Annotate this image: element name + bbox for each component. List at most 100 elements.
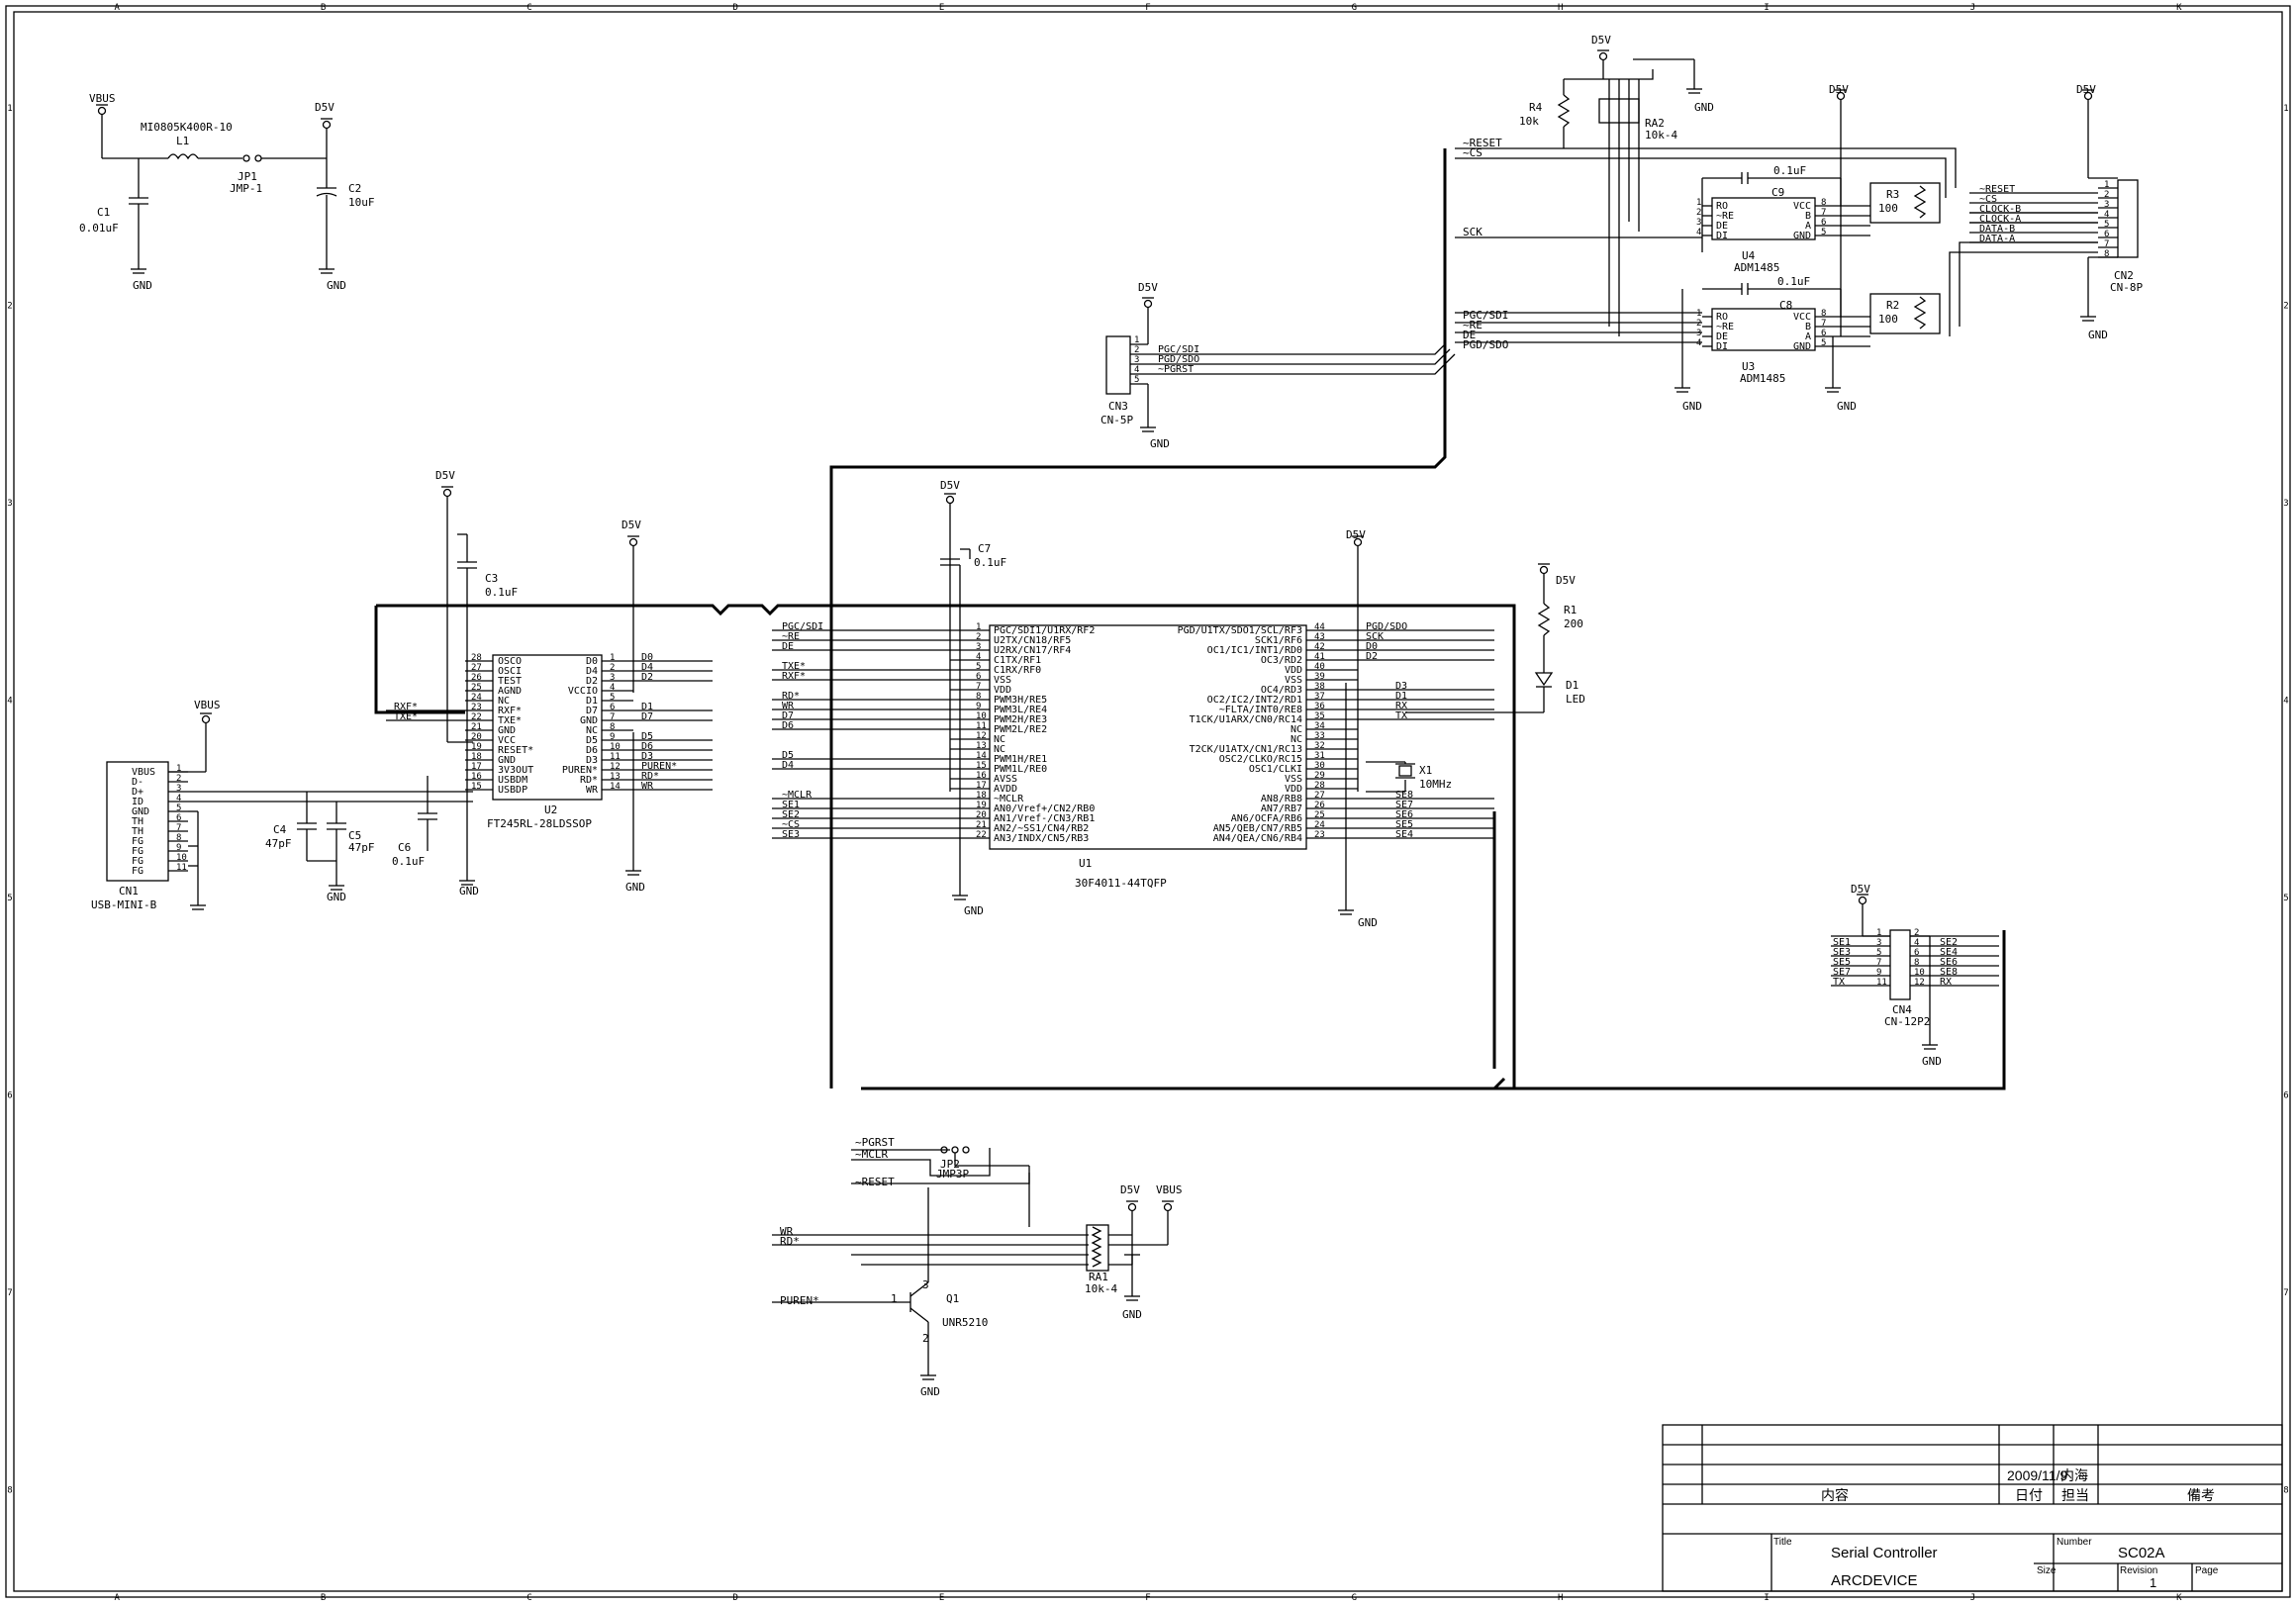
net-label: TX: [1395, 710, 1407, 721]
pin-number: 16: [471, 772, 482, 782]
net-label: PGC/SDI: [1158, 344, 1199, 355]
d5v-label: D5V: [1591, 34, 1611, 47]
frame-row-label: 8: [7, 1485, 12, 1495]
frame-col-label: G: [1352, 3, 1357, 13]
pin-name: RD*: [580, 775, 598, 786]
pin-name: OC4/RD3: [1261, 685, 1302, 696]
pin-name: VCCIO: [568, 686, 598, 697]
pin-name: PWM2H/RE3: [994, 714, 1047, 725]
pin-name: U2TX/CN18/RF5: [994, 635, 1071, 646]
pin-number: 1: [1134, 335, 1139, 345]
pin-number: 20: [976, 810, 987, 820]
pin-number: 11: [610, 752, 621, 762]
pin-name: T1CK/U1ARX/CN0/RC14: [1190, 714, 1302, 725]
net-label: ~MCLR: [782, 790, 813, 801]
pin-name: RO: [1716, 312, 1728, 323]
pin-number: 19: [471, 742, 482, 752]
pin-number: 17: [471, 762, 482, 772]
r1-ref: R1: [1564, 604, 1577, 616]
pin-number: 22: [471, 712, 482, 722]
frame-row-label: 5: [2283, 894, 2288, 903]
q1-pin: 1: [891, 1292, 898, 1305]
pin-number: 1: [2104, 180, 2109, 190]
pin-name: DE: [1716, 221, 1728, 232]
pin-number: 8: [2104, 249, 2109, 259]
pin-name: D4: [586, 666, 598, 677]
c2-ref: C2: [348, 182, 361, 195]
pin-number: 33: [1314, 731, 1325, 741]
pin-number: 3: [2104, 200, 2109, 210]
pin-number: 5: [1876, 948, 1881, 958]
net-label: D4: [641, 662, 653, 673]
pin-name: RO: [1716, 201, 1728, 212]
pin-number: 18: [471, 752, 482, 762]
pin-name: NC: [994, 734, 1005, 745]
pin-number: 27: [1314, 791, 1325, 801]
power-input-block: VBUS MI0805K400R-10 L1 C1 0.01uF JP1 JMP…: [79, 92, 375, 292]
pin-name: GND: [1793, 231, 1811, 241]
pin-number: 10: [176, 853, 187, 863]
pin-number: 44: [1314, 622, 1325, 632]
pin-name: FG: [132, 836, 144, 847]
ra1-ref: RA1: [1089, 1271, 1108, 1283]
gnd-label: GND: [1837, 400, 1857, 413]
connector-cn4: 135791124681012SE1SE3SE5SE7TXSE2SE4SE6SE…: [1831, 883, 1999, 1068]
pin-name: OSC2/CLKO/RC15: [1219, 754, 1302, 765]
frame-col-label: B: [321, 3, 326, 13]
ra2-ref: RA2: [1645, 117, 1665, 130]
pin-number: 2: [1134, 345, 1139, 355]
gnd-label: GND: [1358, 916, 1378, 929]
pin-number: 39: [1314, 672, 1325, 682]
pin-name: A: [1805, 221, 1811, 232]
pin-number: 37: [1314, 692, 1325, 702]
pin-number: 3: [976, 642, 981, 652]
pin-name: D5: [586, 735, 598, 746]
r4-ref: R4: [1529, 101, 1543, 114]
frame-row-label: 7: [7, 1288, 12, 1298]
frame-col-label: H: [1558, 3, 1563, 13]
pin-name: C1TX/RF1: [994, 655, 1041, 666]
pin-number: 15: [471, 782, 482, 792]
net-label: RX: [1395, 701, 1407, 711]
pin-number: 25: [1314, 810, 1325, 820]
u4-value: ADM1485: [1734, 261, 1779, 274]
net-pgrst: ~PGRST: [855, 1136, 895, 1149]
net-label: CLOCK-B: [1979, 204, 2021, 215]
ra1-value: 10k-4: [1085, 1282, 1117, 1295]
pin-number: 11: [976, 721, 987, 731]
frame-col-label: H: [1558, 1593, 1563, 1603]
pin-name: D+: [132, 787, 144, 798]
net-pgd-sdo: PGD/SDO: [1463, 338, 1508, 351]
frame-col-label: F: [1145, 1593, 1150, 1603]
pin-number: 5: [176, 804, 181, 813]
pin-number: 3: [1696, 329, 1701, 338]
pin-number: 6: [976, 672, 981, 682]
c9-value: 0.1uF: [1773, 164, 1806, 177]
net-re: ~RE: [1463, 319, 1483, 331]
d5v-label: D5V: [1138, 281, 1158, 294]
pin-number: 19: [976, 801, 987, 810]
pin-number: 1: [176, 764, 181, 774]
pin-name: VDD: [994, 685, 1011, 696]
pin-name: PWM1H/RE1: [994, 754, 1047, 765]
pin-number: 4: [976, 652, 981, 662]
c4-value: 47pF: [265, 837, 292, 850]
pin-number: 41: [1314, 652, 1325, 662]
net-label: TX: [1833, 977, 1845, 988]
pin-number: 10: [1914, 968, 1925, 978]
pin-name: NC: [586, 725, 598, 736]
frame-col-label: I: [1764, 1593, 1769, 1603]
d5v-label: D5V: [435, 469, 455, 482]
pin-name: AN5/QEB/CN7/RB5: [1213, 823, 1302, 834]
net-label: D6: [782, 720, 794, 731]
pin-number: 29: [1314, 771, 1325, 781]
pin-number: 1: [1876, 928, 1881, 938]
net-label: RXF*: [394, 702, 418, 712]
pin-number: 7: [1876, 958, 1881, 968]
frame-col-label: J: [1970, 3, 1975, 13]
c4-ref: C4: [273, 823, 287, 836]
frame-row-label: 4: [7, 696, 12, 706]
pin-name: PUREN*: [562, 765, 598, 776]
